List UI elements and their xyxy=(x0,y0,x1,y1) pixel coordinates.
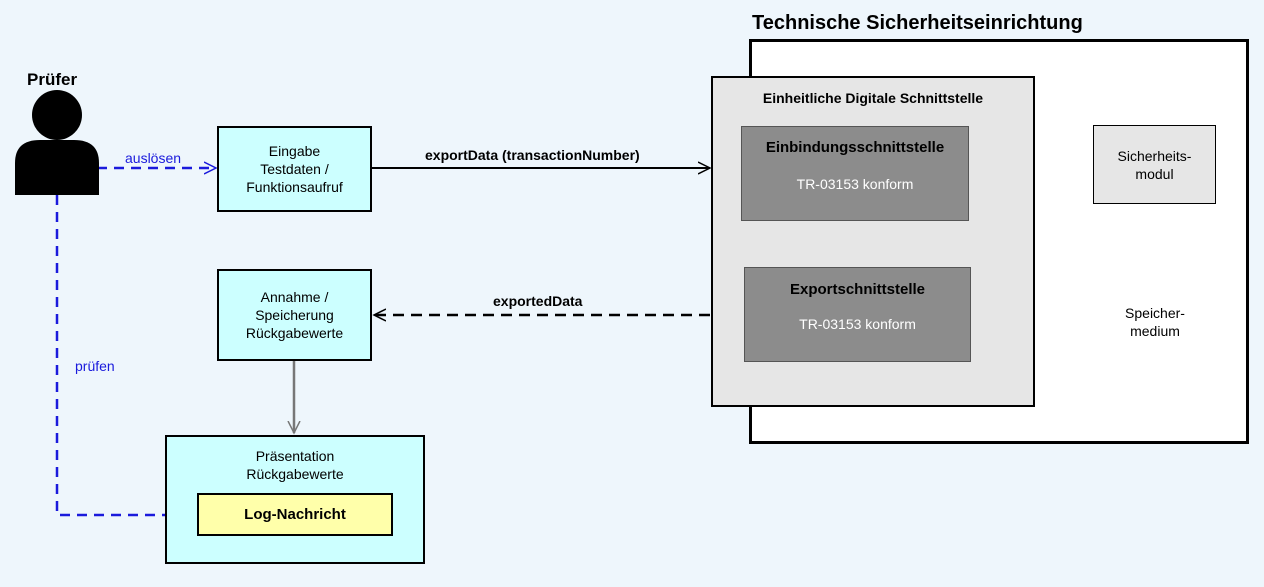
pruefen-arrow xyxy=(55,195,196,515)
einbindung-sub: TR-03153 konform xyxy=(796,176,914,192)
tse-title: Technische Sicherheitseinrichtung xyxy=(752,12,1083,34)
person-icon xyxy=(15,90,99,195)
sicherheitsmodul-line-1: Sicherheits- xyxy=(1117,147,1192,164)
actor-name: Prüfer xyxy=(27,70,78,89)
exportdata-label: exportData (transactionNumber) xyxy=(425,147,640,163)
log-nachricht-box: Log-Nachricht xyxy=(197,493,393,536)
annahme-line-1: Annahme / xyxy=(260,289,329,305)
eingabe-line-3: Funktionsaufruf xyxy=(246,179,343,195)
praesentation-line-2: Rückgabewerte xyxy=(246,466,344,482)
speichermedium-label: Speicher- medium xyxy=(1094,304,1216,340)
log-nachricht-label: Log-Nachricht xyxy=(244,505,346,523)
annahme-line-2: Speicherung xyxy=(255,307,334,323)
einbindung-box: Einbindungsschnittstelle TR-03153 konfor… xyxy=(741,126,969,221)
einbindung-title: Einbindungsschnittstelle xyxy=(765,139,945,156)
usi-title: Einheitliche Digitale Schnittstelle xyxy=(762,90,984,106)
eingabe-line-2: Testdaten / xyxy=(260,161,329,177)
sicherheitsmodul-box: Sicherheits- modul xyxy=(1093,125,1216,204)
speichermedium-line-2: medium xyxy=(1130,323,1180,339)
speichermedium-line-1: Speicher- xyxy=(1125,305,1185,321)
annahme-box: Annahme / Speicherung Rückgabewerte xyxy=(217,269,372,361)
export-box: Exportschnittstelle TR-03153 konform xyxy=(744,267,971,362)
exporteddata-label: exportedData xyxy=(493,293,583,309)
eingabe-box: Eingabe Testdaten / Funktionsaufruf xyxy=(217,126,372,212)
ausloesen-label: auslösen xyxy=(125,150,182,166)
export-title: Exportschnittstelle xyxy=(789,281,926,298)
pruefen-label: prüfen xyxy=(75,358,115,374)
praesentation-line-1: Präsentation xyxy=(255,448,335,464)
export-sub: TR-03153 konform xyxy=(799,316,916,332)
eingabe-line-1: Eingabe xyxy=(268,143,321,159)
annahme-line-3: Rückgabewerte xyxy=(245,325,344,341)
sicherheitsmodul-line-2: modul xyxy=(1135,165,1174,182)
